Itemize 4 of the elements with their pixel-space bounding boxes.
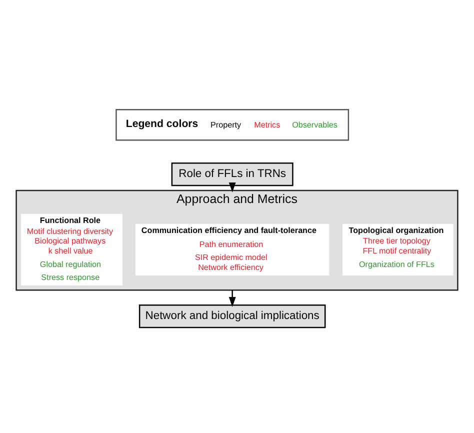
arrow [228,290,236,306]
label: Legend colors [126,118,198,130]
arrow [228,182,236,192]
node-box: Network and biological implications [138,304,326,328]
